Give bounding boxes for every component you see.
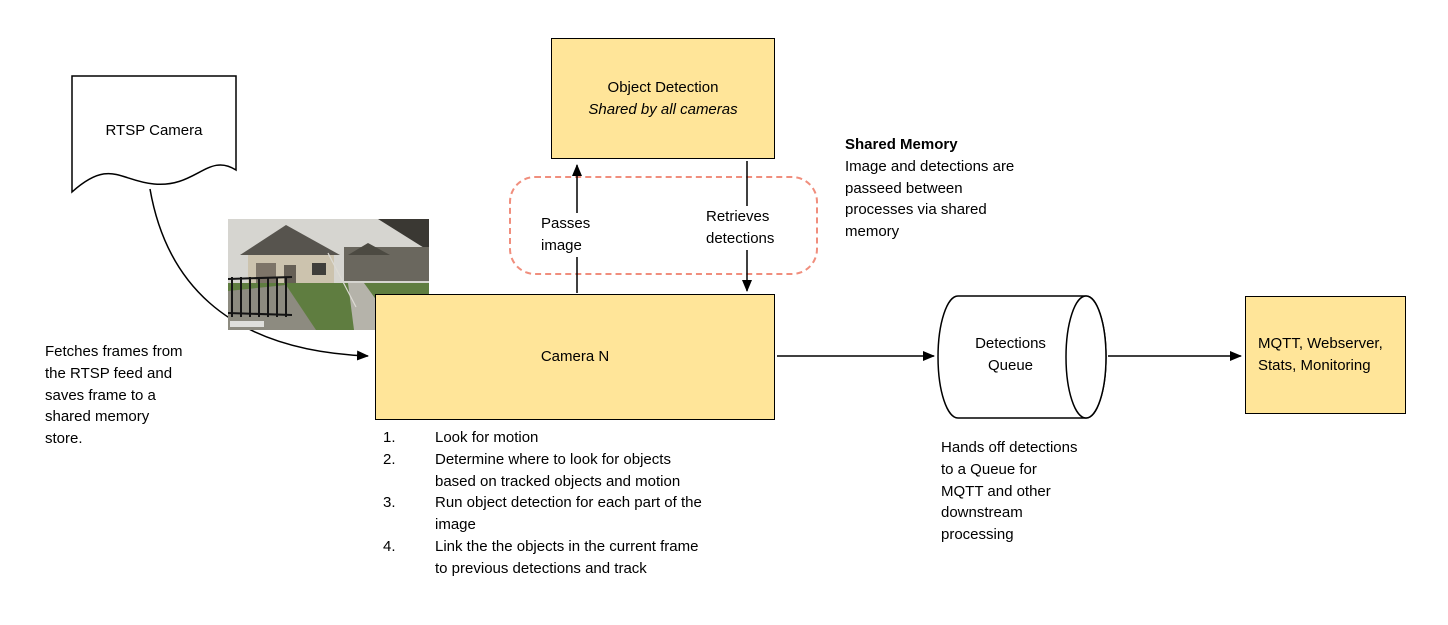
object-detection-title: Object Detection: [607, 78, 719, 96]
shared-memory-body: Image and detections are passeed between…: [845, 157, 1015, 240]
shared-memory-note: Shared Memory Image and detections are p…: [845, 134, 1045, 243]
detections-queue-shape: [937, 295, 1107, 419]
camera-n-box: Camera N: [375, 294, 775, 420]
fence-shape: [227, 276, 293, 317]
camera-n-label: Camera N: [540, 348, 610, 366]
camera-snapshot-image: [227, 219, 429, 330]
mqtt-webserver-box: MQTT, Webserver, Stats, Monitoring: [1245, 296, 1406, 414]
fetch-frames-note: Fetches frames from the RTSP feed and sa…: [45, 343, 183, 447]
step-number: 4.: [383, 537, 396, 555]
retrieves-detections-label: Retrieves detections: [704, 206, 788, 250]
rtsp-camera-label: RTSP Camera: [105, 122, 203, 139]
step-number: 2.: [383, 450, 396, 468]
shared-memory-title: Shared Memory: [845, 136, 958, 153]
step-text: Determine where to look for objects base…: [435, 450, 681, 490]
step-text: Link the the objects in the current fram…: [435, 537, 699, 577]
camera-steps-list: 1. Look for motion 2. Determine where to…: [383, 427, 763, 579]
step-number: 1.: [383, 429, 396, 446]
object-detection-subtitle: Shared by all cameras: [588, 100, 738, 118]
arrow-rtsp-to-camera: [149, 188, 369, 361]
step-number: 3.: [383, 494, 396, 512]
camera-snapshot: [227, 219, 429, 330]
passes-image-label: Passes image: [539, 213, 601, 257]
object-detection-box: Object Detection Shared by all cameras: [551, 38, 775, 159]
step-text: Run object detection for each part of th…: [435, 494, 702, 533]
camera-step-3: 3. Run object detection for each part of…: [383, 492, 763, 536]
camera-step-2: 2. Determine where to look for objects b…: [383, 449, 763, 493]
shared-memory-dashed-region: [509, 176, 818, 275]
rtsp-camera-shape: [71, 75, 237, 194]
camera-step-1: 1. Look for motion: [383, 427, 763, 449]
camera-step-4: 4. Link the the objects in the current f…: [383, 536, 763, 580]
detections-queue-label: Detections Queue: [975, 335, 1046, 374]
queue-handoff-note: Hands off detections to a Queue for MQTT…: [941, 439, 1078, 543]
step-text: Look for motion: [435, 429, 539, 446]
